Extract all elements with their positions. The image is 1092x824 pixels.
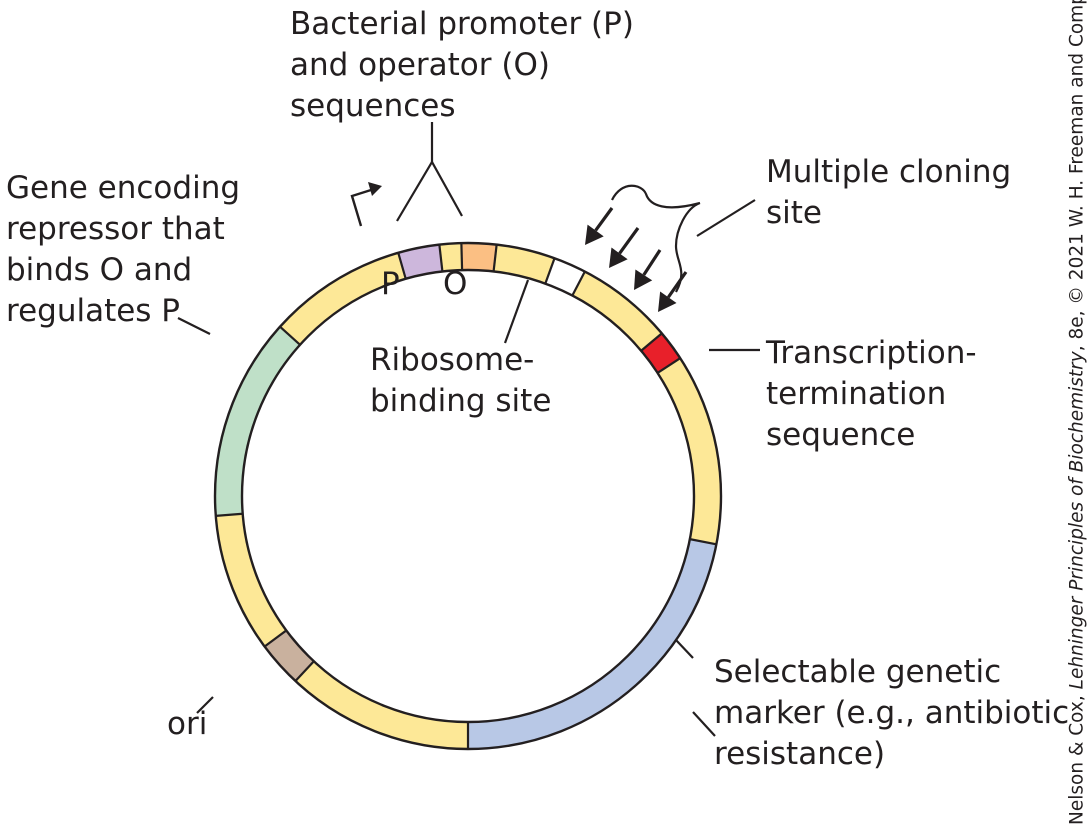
segment-boundary: [640, 332, 663, 352]
cloning-site-arrow: [609, 227, 640, 268]
copyright-credit: Nelson & Cox, Lehninger Principles of Bi…: [1066, 0, 1088, 824]
marker-leader-line-inner: [675, 639, 694, 659]
segment-boundary: [460, 243, 464, 271]
termination-sequence-label: Transcription- termination sequence: [766, 335, 977, 453]
repressor-gene-leader-line: [177, 317, 211, 335]
ring-inner-edge: [240, 268, 696, 724]
selectable-marker-segment: [468, 539, 717, 749]
segment-boundary: [656, 357, 681, 374]
marker-leader-line: [692, 711, 716, 737]
segment-boundary: [279, 325, 301, 346]
cloning-site-leader-line: [696, 199, 756, 237]
operator-o-label: O: [443, 266, 468, 302]
promoter-operator-label: Bacterial promoter (P) and operator (O) …: [290, 6, 634, 124]
segment-boundary: [689, 538, 717, 546]
selectable-marker-label: Selectable genetic marker (e.g., antibio…: [714, 654, 1070, 772]
segment-boundary: [294, 660, 315, 682]
promoter-operator-bracket-line: [396, 159, 463, 222]
cloning-site-arrow: [658, 271, 688, 312]
transcription-start-arrow: [350, 188, 372, 227]
cloning-site-arrow: [585, 207, 614, 245]
plasmid-vector-diagram: [177, 122, 760, 751]
ori-segment: [264, 630, 314, 682]
segment-boundary: [492, 244, 498, 272]
promoter-p-label: P: [381, 266, 400, 302]
ori-label: ori: [167, 706, 208, 742]
cloning-site-label: Multiple cloning site: [766, 154, 1012, 231]
segment-boundary: [544, 257, 556, 285]
repressor-gene-segment: [214, 326, 301, 516]
cloning-site-arrow: [634, 249, 662, 290]
cloning-site-brace: [611, 184, 701, 293]
segment-boundary: [438, 244, 444, 272]
segment-boundary: [263, 629, 287, 648]
segment-boundary: [215, 512, 243, 517]
segment-boundary: [397, 252, 407, 280]
transcription-start-arrowhead: [368, 182, 382, 196]
operator-segment: [461, 243, 497, 272]
ribosome-binding-site-label: Ribosome- binding site: [370, 342, 552, 419]
ribosome-site-leader-line: [503, 279, 530, 344]
segment-boundary: [571, 271, 586, 297]
promoter-segment: [398, 244, 443, 279]
ori-leader-line: [196, 696, 214, 714]
repressor-gene-label: Gene encoding repressor that binds O and…: [6, 170, 241, 329]
